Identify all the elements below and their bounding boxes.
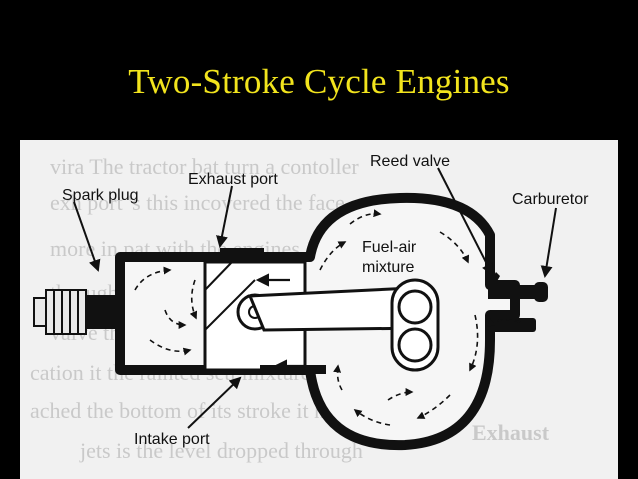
carburetor-body <box>534 282 548 302</box>
label-fuel-air-line2: mixture <box>362 259 415 276</box>
label-leaders <box>73 167 557 429</box>
bg-text-exhaust: Exhaust <box>472 420 550 445</box>
carburetor-tube-upper <box>488 285 536 299</box>
label-spark-plug: Spark plug <box>62 187 139 204</box>
label-fuel-air-line1: Fuel-air <box>362 239 417 256</box>
spark-plug <box>33 289 116 335</box>
reed-valve-flap <box>486 272 500 292</box>
carburetor-tube-lower <box>488 318 536 332</box>
label-carburetor: Carburetor <box>512 191 589 208</box>
intake-port-opening <box>260 365 326 374</box>
bg-text-line-7: ached the bottom of its stroke it has <box>30 398 343 423</box>
label-reed-valve: Reed valve <box>370 153 450 170</box>
slide-title: Two-Stroke Cycle Engines <box>128 62 510 101</box>
bg-text-line-1: vira The tractor bat turn a contoller <box>50 154 359 179</box>
exhaust-port-opening <box>220 248 264 258</box>
bg-text-line-8: jets is the level dropped through <box>79 438 363 463</box>
bg-text-line-2: exh port 's this incovered the face-gt <box>50 190 369 215</box>
label-intake-port: Intake port <box>134 431 210 448</box>
flow-arrows <box>134 209 521 426</box>
engine-diagram: vira The tractor bat turn a contoller ex… <box>30 153 589 463</box>
engine-diagram-figure: vira The tractor bat turn a contoller ex… <box>20 140 618 479</box>
connecting-rod <box>236 286 431 332</box>
label-exhaust-port: Exhaust port <box>188 171 278 188</box>
crankshaft <box>390 278 440 372</box>
solid-flow-arrows <box>255 273 306 373</box>
